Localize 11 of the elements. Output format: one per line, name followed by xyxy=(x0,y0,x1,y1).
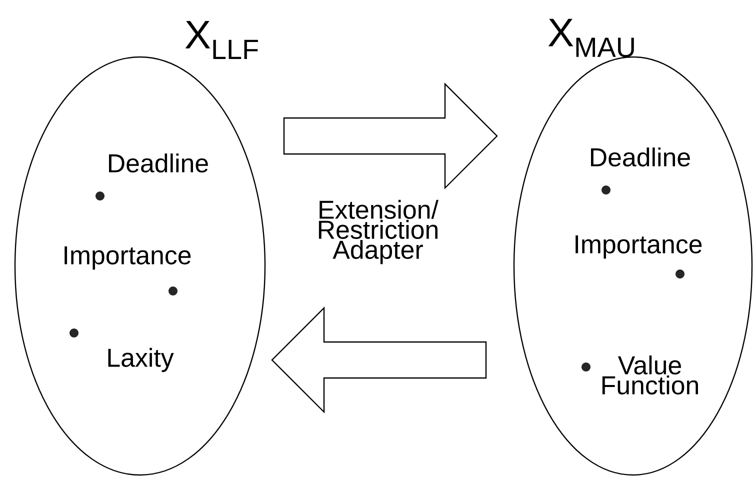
set-label: X$_{LLF}$ xyxy=(185,20,258,60)
item-label: Importance xyxy=(576,235,702,259)
block-arrow xyxy=(283,82,498,190)
item-label: Deadline xyxy=(591,148,690,166)
item-label: Value Function xyxy=(602,355,698,394)
item-label: Importance xyxy=(64,246,191,270)
block-arrow xyxy=(271,306,487,414)
item-label: Laxity xyxy=(108,348,174,372)
adapter-label: Extension/ Restriction Adapter xyxy=(318,200,438,264)
item-label: Deadline xyxy=(109,154,208,172)
set-label: X$_{MAU}$ xyxy=(548,18,634,58)
